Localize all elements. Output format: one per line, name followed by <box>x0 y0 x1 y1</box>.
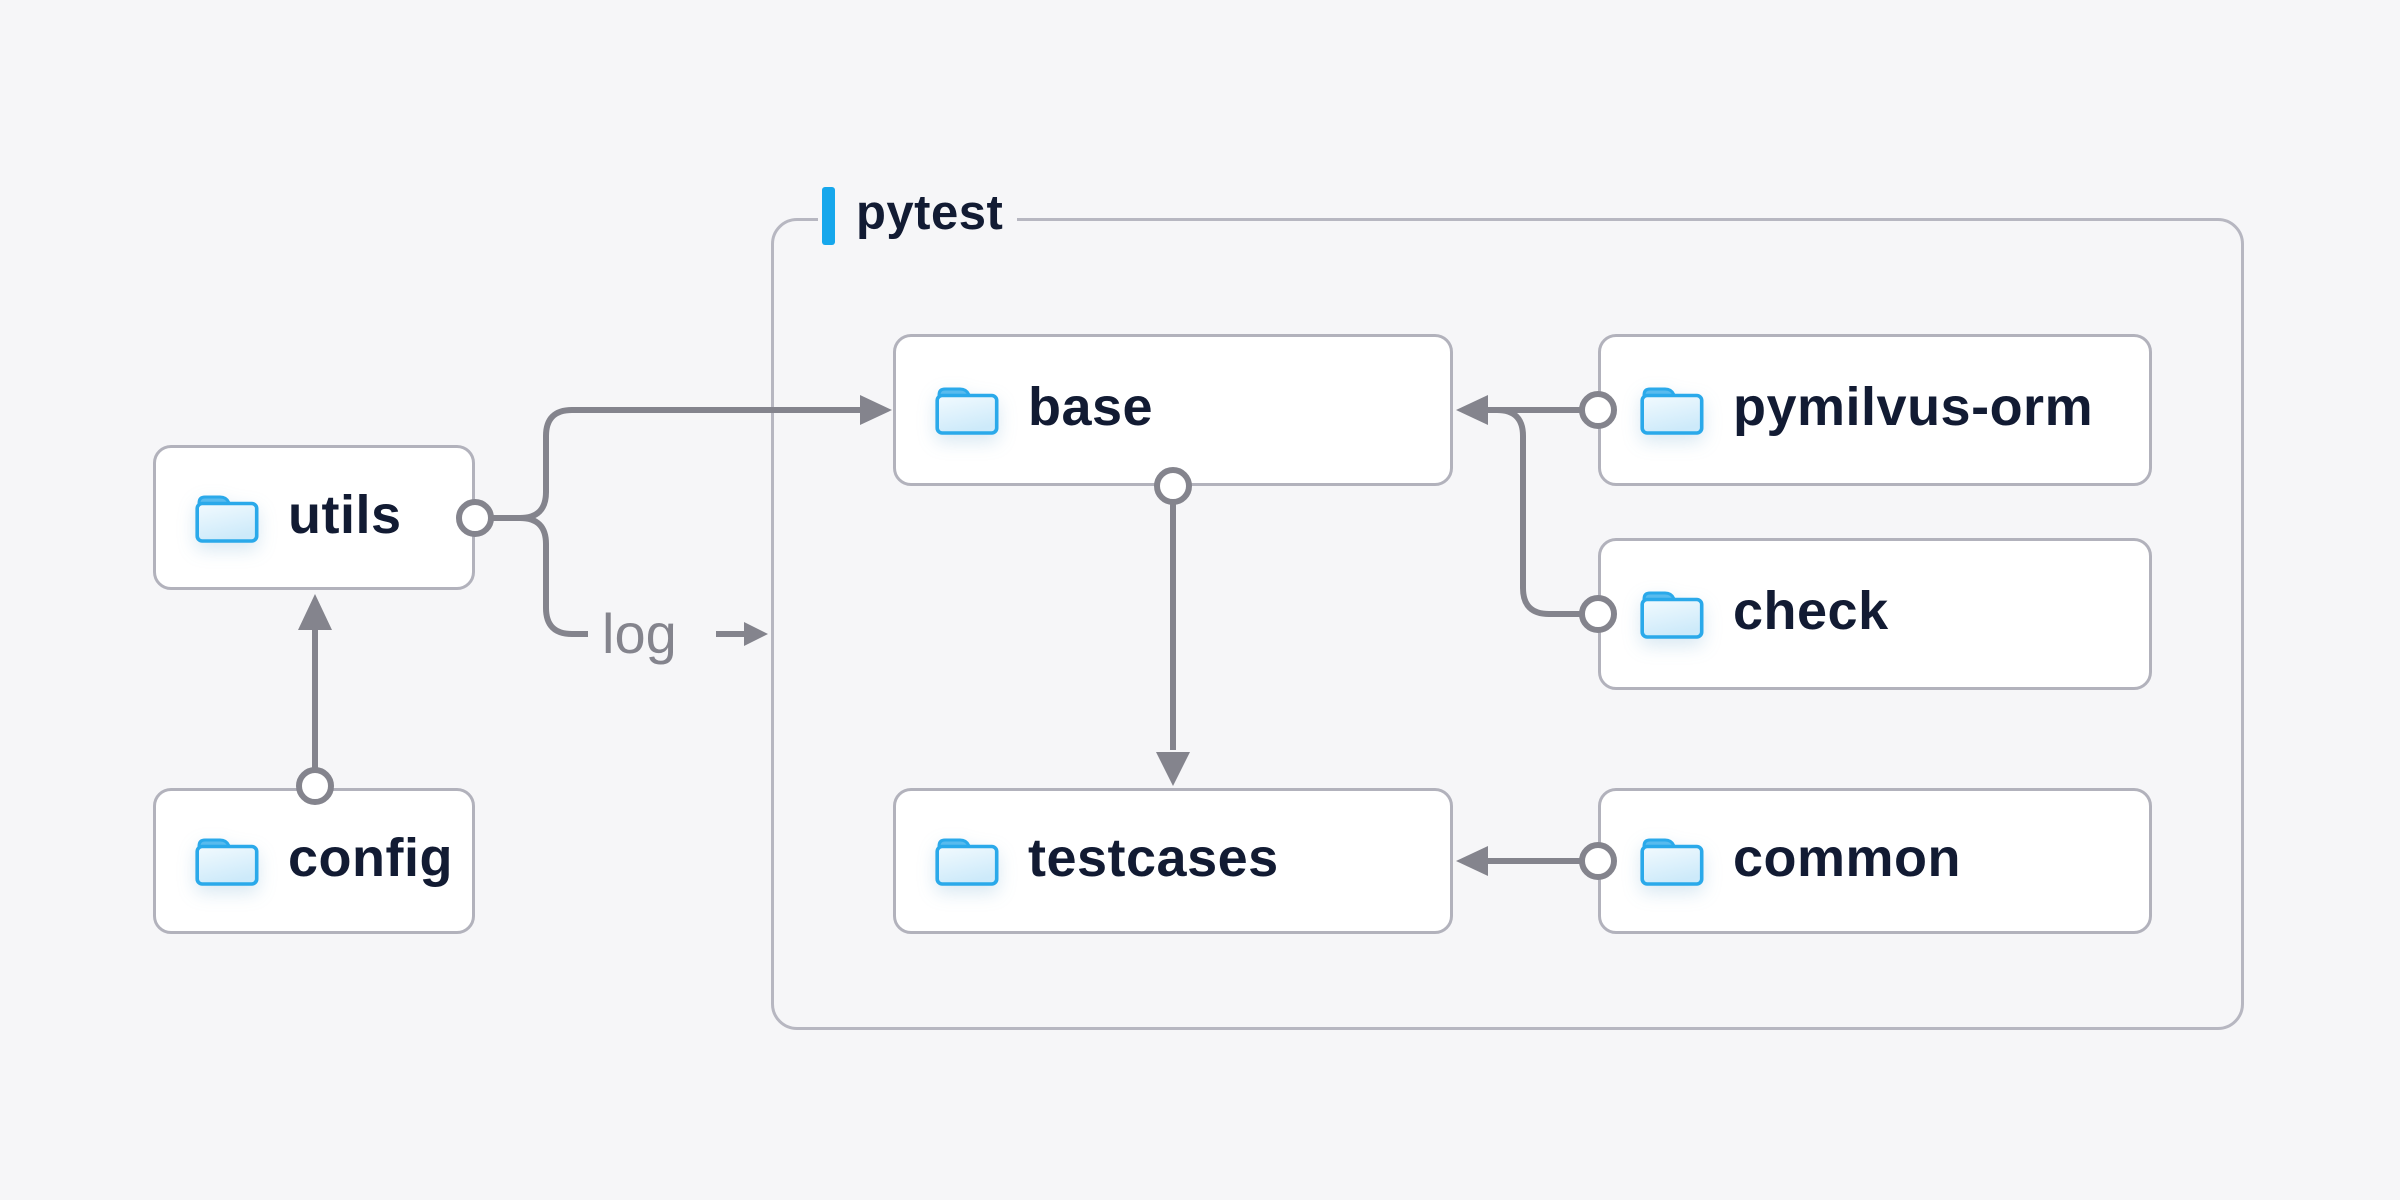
node-pymilvus-orm: pymilvus-orm <box>1598 334 2152 486</box>
node-label: base <box>1028 377 1154 437</box>
node-label: check <box>1733 581 1889 641</box>
node-utils: utils <box>153 445 475 590</box>
folder-icon <box>194 492 260 544</box>
node-base: base <box>893 334 1453 486</box>
node-label: testcases <box>1028 828 1279 888</box>
node-label: pymilvus-orm <box>1733 377 2094 437</box>
arrowhead-up-utils <box>298 594 332 630</box>
folder-icon <box>1639 384 1705 436</box>
node-label: utils <box>288 484 402 545</box>
node-check: check <box>1598 538 2152 690</box>
folder-icon <box>1639 835 1705 887</box>
folder-icon <box>934 384 1000 436</box>
folder-icon <box>934 835 1000 887</box>
node-common: common <box>1598 788 2152 934</box>
node-testcases: testcases <box>893 788 1453 934</box>
node-config: config <box>153 788 475 934</box>
folder-icon <box>1639 588 1705 640</box>
edge-label-log: log <box>602 602 677 665</box>
node-label: common <box>1733 828 1962 888</box>
pytest-group-label: pytest <box>818 179 1018 253</box>
pytest-group-box <box>771 218 2244 1030</box>
log-arrowhead <box>744 622 768 646</box>
folder-icon <box>194 835 260 887</box>
accent-bar <box>822 187 835 245</box>
node-label: config <box>288 828 453 888</box>
pytest-group-title: pytest <box>856 185 1004 240</box>
edge-utils-log <box>491 515 588 637</box>
